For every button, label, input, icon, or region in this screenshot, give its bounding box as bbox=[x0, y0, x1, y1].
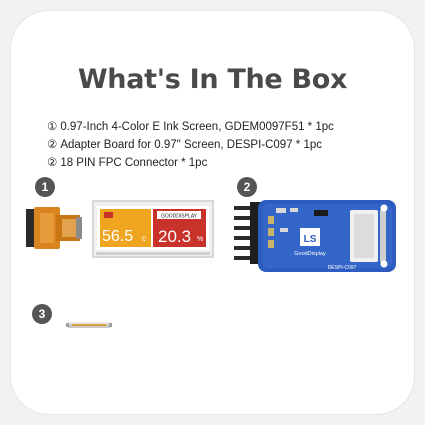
screen-humidity-unit: % bbox=[197, 236, 203, 243]
board-model-label: DESPI-C097 bbox=[328, 265, 357, 271]
screen-temperature-value: 56.5 bbox=[102, 228, 133, 245]
board-logo: LS bbox=[304, 234, 317, 245]
badge-1: 1 bbox=[35, 177, 55, 197]
screen-temperature-unit: c bbox=[142, 234, 146, 243]
fpc-cable-image bbox=[26, 207, 82, 249]
item-number: ② bbox=[47, 139, 58, 151]
page-title: What's In The Box bbox=[77, 64, 348, 95]
badge-3: 3 bbox=[32, 304, 52, 324]
item-number: ② bbox=[47, 157, 58, 169]
board-brand-label: GoodDisplay bbox=[294, 251, 326, 257]
screen-humidity-value: 20.3 bbox=[158, 227, 191, 246]
item-text: Adapter Board for 0.97" Screen, DESPI-C0… bbox=[60, 139, 323, 151]
eink-screen-image: GOODDISPLAY 56.5 c 20.3 % bbox=[92, 200, 214, 258]
screen-brand-label: GOODDISPLAY bbox=[161, 214, 198, 220]
item-number: ① bbox=[47, 121, 58, 133]
fpc-connector-image bbox=[66, 322, 112, 328]
item-text: 0.97-Inch 4-Color E Ink Screen, GDEM0097… bbox=[60, 121, 334, 133]
badge-2: 2 bbox=[237, 177, 257, 197]
item-text: 18 PIN FPC Connector * 1pc bbox=[60, 157, 208, 169]
adapter-board-image: LS GoodDisplay DESPI-C097 bbox=[234, 200, 396, 272]
